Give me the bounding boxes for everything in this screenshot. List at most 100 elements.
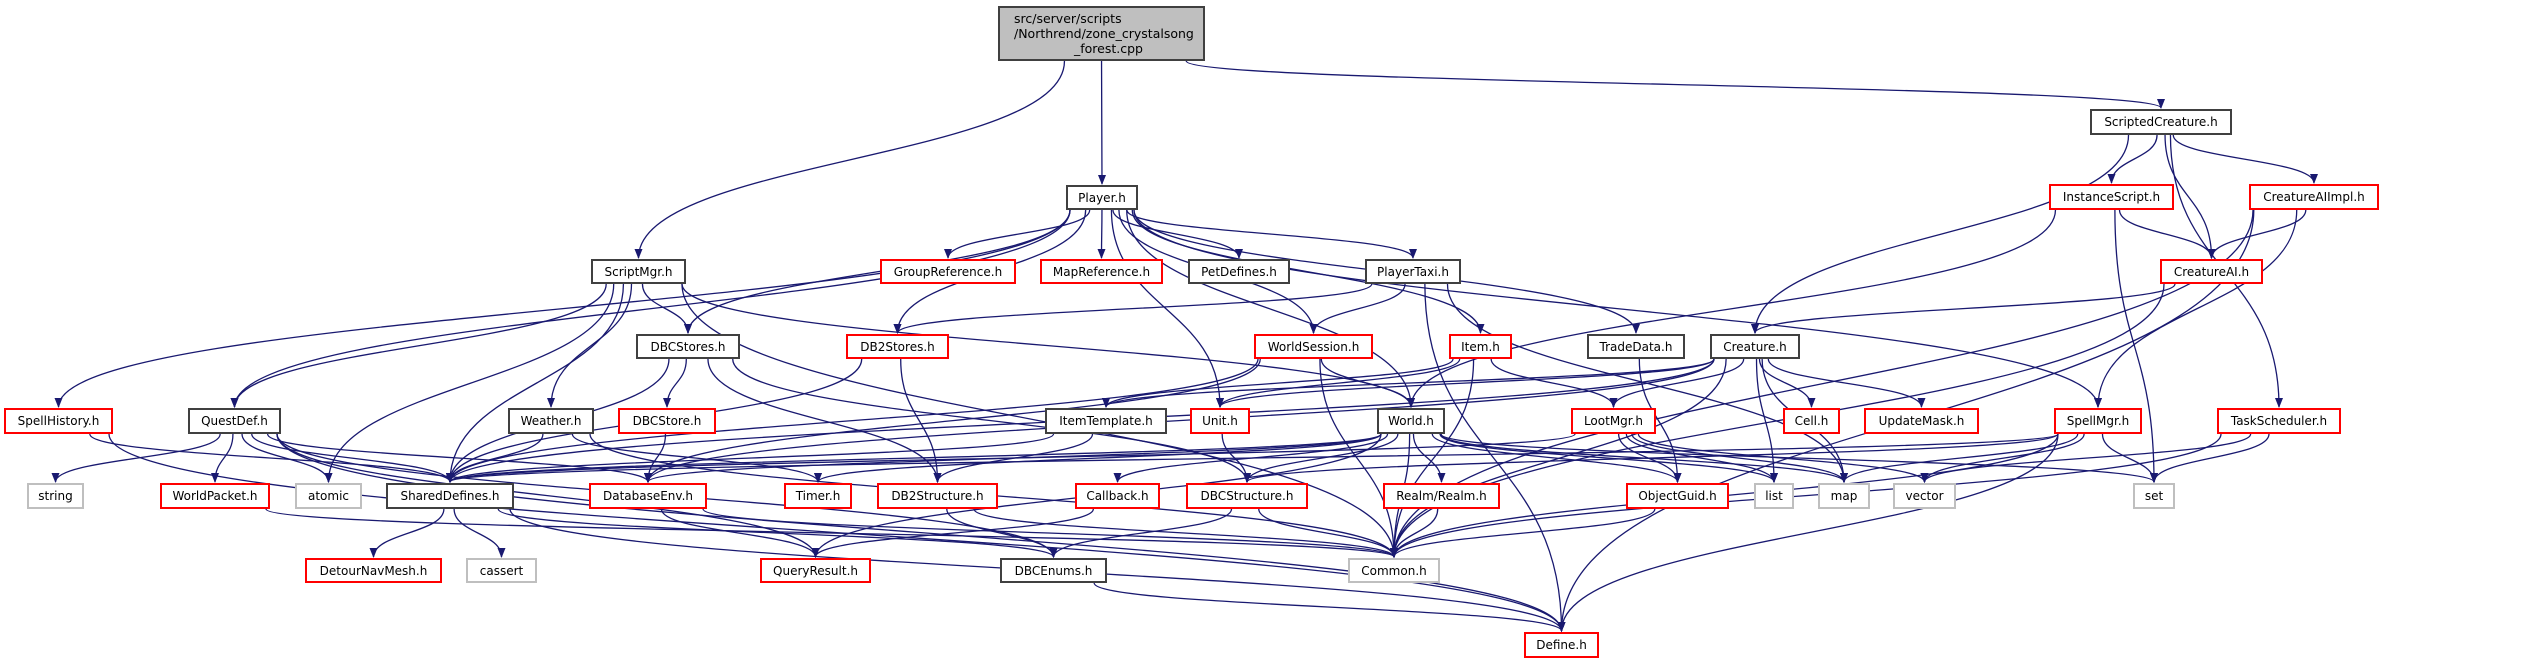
node-atomic[interactable]: atomic xyxy=(295,483,362,509)
node-common-h[interactable]: Common.h xyxy=(1348,558,1440,583)
edge-worldsession-to-databaseenv xyxy=(644,358,1261,483)
node-lootmgr-h[interactable]: LootMgr.h xyxy=(1571,408,1656,434)
node-set[interactable]: set xyxy=(2133,483,2175,509)
node-unit-h[interactable]: Unit.h xyxy=(1190,408,1250,434)
root-file-label-line: /Northrend/zone_crystalsong xyxy=(1014,26,1194,41)
node-map[interactable]: map xyxy=(1818,483,1870,509)
node-petdefines-h[interactable]: PetDefines.h xyxy=(1188,259,1290,284)
node-realm-realm-h[interactable]: Realm/Realm.h xyxy=(1383,483,1500,509)
node-db2structure-h[interactable]: DB2Structure.h xyxy=(877,483,998,509)
edge-db2structure-to-common xyxy=(973,508,1398,558)
edge-lootmgr-to-map xyxy=(1631,433,1848,483)
node-dbcstore-h[interactable]: DBCStore.h xyxy=(618,408,716,434)
node-callback-h[interactable]: Callback.h xyxy=(1075,483,1160,509)
node-spellmgr-h[interactable]: SpellMgr.h xyxy=(2054,408,2142,434)
node-objectguid-h[interactable]: ObjectGuid.h xyxy=(1626,483,1729,509)
edge-playertaxi-to-worldsession xyxy=(1309,283,1406,334)
edge-world-to-set xyxy=(1440,433,2158,483)
edge-shareddefines-to-detournavmesh xyxy=(369,508,445,558)
root-file-label-line: _forest.cpp xyxy=(1074,41,1143,56)
node-playertaxi-h[interactable]: PlayerTaxi.h xyxy=(1365,259,1461,284)
edge-shareddefines-to-dbcenums xyxy=(497,508,1058,558)
edge-worldsession-to-world xyxy=(1320,358,1415,408)
edge-creatureai-to-common xyxy=(1390,283,2165,558)
edge-questdef-to-atomic xyxy=(241,433,333,483)
edge-creature-to-list xyxy=(1755,358,1778,483)
root-file-node[interactable]: src/server/scripts/Northrend/zone_crysta… xyxy=(998,6,1205,61)
edge-shareddefines-to-cassert xyxy=(453,508,506,558)
node-creature-h[interactable]: Creature.h xyxy=(1710,334,1800,359)
node-taskscheduler-h[interactable]: TaskScheduler.h xyxy=(2217,408,2341,434)
edge-player-to-questdef xyxy=(230,209,1071,408)
edge-player-to-playertaxi xyxy=(1126,209,1417,259)
edge-spellmgr-to-define xyxy=(1557,433,2059,632)
edge-creature-to-databaseenv xyxy=(644,358,1715,483)
edge-item-to-itemtemplate xyxy=(1102,358,1454,408)
node-updatemask-h[interactable]: UpdateMask.h xyxy=(1864,408,1979,434)
edge-databaseenv-to-common xyxy=(702,508,1398,558)
node-string[interactable]: string xyxy=(27,483,84,509)
node-weather-h[interactable]: Weather.h xyxy=(508,408,594,434)
edge-scriptedcreature-to-creatureai xyxy=(2164,134,2216,259)
node-vector[interactable]: vector xyxy=(1893,483,1956,509)
node-player-h[interactable]: Player.h xyxy=(1066,185,1138,210)
edge-callback-to-queryresult xyxy=(811,508,1094,558)
edge-questdef-to-string xyxy=(51,433,221,483)
node-tradedata-h[interactable]: TradeData.h xyxy=(1587,334,1685,359)
node-define-h[interactable]: Define.h xyxy=(1524,632,1599,658)
node-world-h[interactable]: World.h xyxy=(1377,408,1445,434)
edge-taskscheduler-to-common xyxy=(1390,433,2222,558)
node-scriptmgr-h[interactable]: ScriptMgr.h xyxy=(591,259,686,284)
node-dbcenums-h[interactable]: DBCEnums.h xyxy=(1000,558,1107,583)
node-cell-h[interactable]: Cell.h xyxy=(1783,408,1840,434)
node-item-h[interactable]: Item.h xyxy=(1449,334,1512,359)
edge-lootmgr-to-shareddefines xyxy=(446,433,1576,483)
edge-taskscheduler-to-set xyxy=(2150,433,2270,483)
node-dbcstores-h[interactable]: DBCStores.h xyxy=(636,334,740,359)
edge-creature-to-itemtemplate xyxy=(1102,358,1715,408)
edge-creatureaiimpl-to-creatureai xyxy=(2207,209,2307,259)
node-cassert[interactable]: cassert xyxy=(466,558,537,583)
node-groupreference-h[interactable]: GroupReference.h xyxy=(880,259,1016,284)
edge-world-to-dbcstructure xyxy=(1243,433,1399,483)
node-list[interactable]: list xyxy=(1754,483,1794,509)
edge-creatureaiimpl-to-spellmgr xyxy=(2094,209,2298,408)
edge-item-to-lootmgr xyxy=(1490,358,1618,408)
node-scriptedcreature-h[interactable]: ScriptedCreature.h xyxy=(2090,109,2232,135)
edge-world-to-timer xyxy=(814,433,1382,483)
edge-player-to-spellmgr xyxy=(1133,209,2102,408)
node-dbcstructure-h[interactable]: DBCStructure.h xyxy=(1186,483,1308,509)
node-db2stores-h[interactable]: DB2Stores.h xyxy=(846,334,949,359)
edge-questdef-to-worldpacket xyxy=(211,433,234,483)
edge-dbcstores-to-dbcstore xyxy=(663,358,687,408)
edge-dbcstructure-to-common xyxy=(1258,508,1398,558)
node-instancescript-h[interactable]: InstanceScript.h xyxy=(2049,184,2174,210)
node-shareddefines-h[interactable]: SharedDefines.h xyxy=(386,483,514,509)
node-databaseenv-h[interactable]: DatabaseEnv.h xyxy=(589,483,707,509)
node-creatureaiimpl-h[interactable]: CreatureAIImpl.h xyxy=(2249,184,2379,210)
node-questdef-h[interactable]: QuestDef.h xyxy=(188,408,281,434)
node-itemtemplate-h[interactable]: ItemTemplate.h xyxy=(1045,408,1167,434)
edge-db2structure-to-dbcenums xyxy=(946,508,1058,558)
edge-scriptmgr-to-common xyxy=(681,283,1398,558)
edge-spellmgr-to-shareddefines xyxy=(446,433,2059,483)
edge-taskscheduler-to-vector xyxy=(1920,433,2252,483)
edge-scriptmgr-to-questdef xyxy=(230,283,607,408)
edge-itemtemplate-to-shareddefines xyxy=(446,433,1055,483)
edge-questdef-to-queryresult xyxy=(276,433,820,558)
edge-spellmgr-to-dbcstructure xyxy=(1243,433,2059,483)
edge-root-to-scriptmgr xyxy=(634,60,1066,259)
node-mapreference-h[interactable]: MapReference.h xyxy=(1040,259,1163,284)
edge-databaseenv-to-queryresult xyxy=(660,508,820,558)
edge-worldsession-to-common xyxy=(1319,358,1398,558)
edge-questdef-to-define xyxy=(276,433,1566,632)
node-timer-h[interactable]: Timer.h xyxy=(784,483,852,509)
node-spellhistory-h[interactable]: SpellHistory.h xyxy=(4,408,113,434)
edge-player-to-groupreference xyxy=(944,209,1091,259)
node-worldpacket-h[interactable]: WorldPacket.h xyxy=(160,483,270,509)
node-detournavmesh-h[interactable]: DetourNavMesh.h xyxy=(305,558,442,583)
node-worldsession-h[interactable]: WorldSession.h xyxy=(1254,334,1373,359)
node-creatureai-h[interactable]: CreatureAI.h xyxy=(2160,259,2263,284)
node-queryresult-h[interactable]: QueryResult.h xyxy=(760,558,871,583)
edge-creature-to-cell xyxy=(1758,358,1816,408)
